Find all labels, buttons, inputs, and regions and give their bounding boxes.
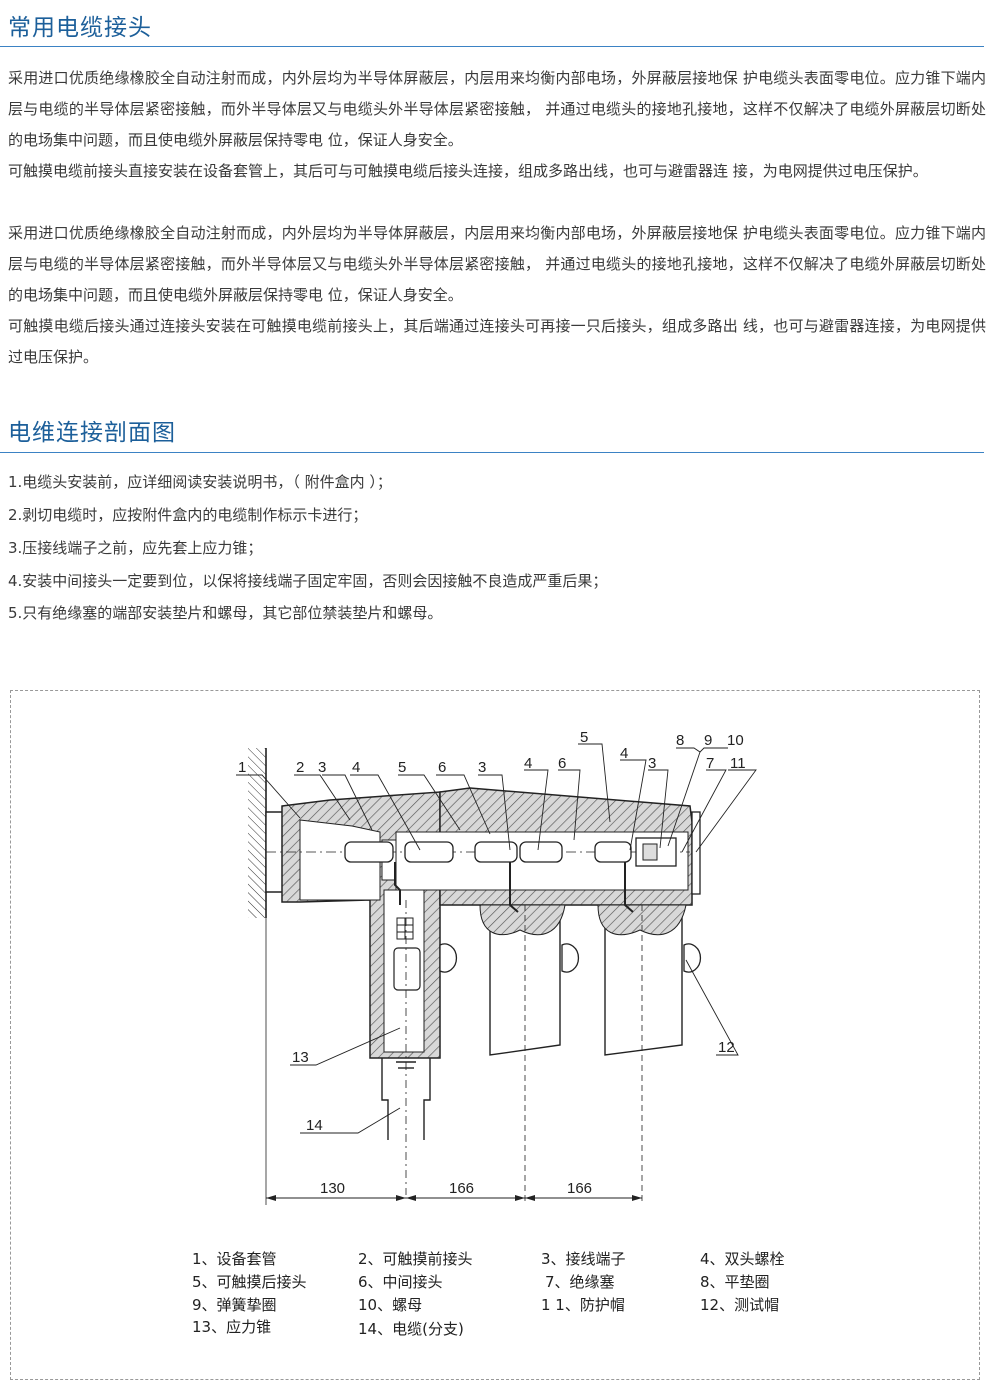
dimension-value: 166 — [449, 1180, 474, 1197]
paragraph-1: 采用进口优质绝缘橡胶全自动注射而成，内外层均为半导体屏蔽层，内层用来均衡内部电场… — [8, 69, 986, 149]
test-cap — [683, 943, 702, 973]
legend-item: 1、设备套管 — [192, 1250, 277, 1268]
crimp-grid — [396, 917, 414, 940]
legend-item: 4、双头螺栓 — [700, 1250, 785, 1268]
double-head-bolt — [519, 841, 563, 863]
legend-item: 1 1、防护帽 — [541, 1296, 625, 1314]
callout-label: 1 — [238, 759, 246, 776]
callout-label: 4 — [620, 745, 628, 762]
section-title-cross-section: 电维连接剖面图 — [8, 420, 176, 446]
callout-label: 2 — [296, 759, 304, 776]
diagram-frame — [10, 690, 980, 1380]
dimension-value: 130 — [320, 1180, 345, 1197]
legend-item: 10、螺母 — [358, 1296, 423, 1314]
legend-item: 2、可触摸前接头 — [358, 1250, 473, 1268]
callout-label: 12 — [718, 1039, 735, 1056]
legend-item: 8、平垫圈 — [700, 1273, 770, 1291]
callout-label: 3 — [648, 755, 656, 772]
callout-label: 9 — [704, 732, 712, 749]
callout-label: 14 — [306, 1117, 323, 1134]
equipment-wall — [248, 748, 266, 918]
branch-cable — [381, 1058, 431, 1140]
callout-label: 11 — [730, 755, 746, 772]
callout-label: 13 — [292, 1049, 309, 1066]
note-2: 2.剥切电缆时，应按附件盒内的电缆制作标示卡进行； — [8, 506, 368, 524]
title-rule — [0, 46, 984, 47]
callout-label: 5 — [580, 729, 588, 746]
title-rule — [0, 452, 984, 453]
double-head-bolt — [474, 841, 518, 863]
note-4: 4.安装中间接头一定要到位，以保将接线端子固定牢固，否则会因接触不良造成严重后果… — [8, 572, 608, 590]
legend-item: 13、应力锥 — [192, 1318, 272, 1336]
terminal-lug — [509, 862, 519, 913]
note-5: 5.只有绝缘塞的端部安装垫片和螺母，其它部位禁装垫片和螺母。 — [8, 604, 443, 622]
legend-item: 9、弹簧挚圈 — [192, 1296, 277, 1314]
note-1: 1.电缆头安装前，应详细阅读安装说明书，（ 附件盒内 ）； — [8, 473, 392, 491]
callout-label: 7 — [706, 755, 714, 772]
legend-item: 14、电缆(分支) — [358, 1320, 464, 1338]
test-cap — [439, 943, 458, 973]
callout-label: 4 — [352, 759, 360, 776]
callout-label: 8 — [676, 732, 684, 749]
test-cap — [561, 943, 580, 973]
legend-item: 12、测试帽 — [700, 1296, 780, 1314]
dimension-value: 166 — [567, 1180, 592, 1197]
rear-cable-branch-2 — [604, 905, 683, 1056]
double-head-bolt — [344, 841, 394, 863]
section-title-common-joints: 常用电缆接头 — [8, 15, 152, 41]
legend-item: 7、绝缘塞 — [545, 1273, 615, 1291]
protective-cap — [691, 811, 701, 895]
nut — [642, 843, 658, 861]
paragraph-3: 采用进口优质绝缘橡胶全自动注射而成，内外层均为半导体屏蔽层，内层用来均衡内部电场… — [8, 224, 986, 304]
legend-item: 5、可触摸后接头 — [192, 1273, 307, 1291]
callout-label: 4 — [524, 755, 532, 772]
stress-cone — [393, 947, 421, 991]
callout-label: 6 — [558, 755, 566, 772]
callout-label: 3 — [318, 759, 326, 776]
double-head-bolt — [404, 841, 454, 863]
double-head-bolt — [594, 841, 632, 863]
legend-item: 6、中间接头 — [358, 1273, 443, 1291]
legend-item: 3、接线端子 — [541, 1250, 626, 1268]
terminal-lug — [394, 862, 401, 905]
paragraph-4: 可触摸电缆后接头通过连接头安装在可触摸电缆前接头上，其后端通过连接头可再接一只后… — [8, 317, 986, 366]
callout-label: 5 — [398, 759, 406, 776]
callout-label: 3 — [478, 759, 486, 776]
callout-label: 10 — [727, 732, 744, 749]
terminal-lug — [624, 862, 634, 913]
callout-label: 6 — [438, 759, 446, 776]
note-3: 3.压接线端子之前，应先套上应力锥； — [8, 539, 263, 557]
paragraph-2: 可触摸电缆前接头直接安装在设备套管上，其后可与可触摸电缆后接头连接，组成多路出线… — [8, 162, 928, 180]
